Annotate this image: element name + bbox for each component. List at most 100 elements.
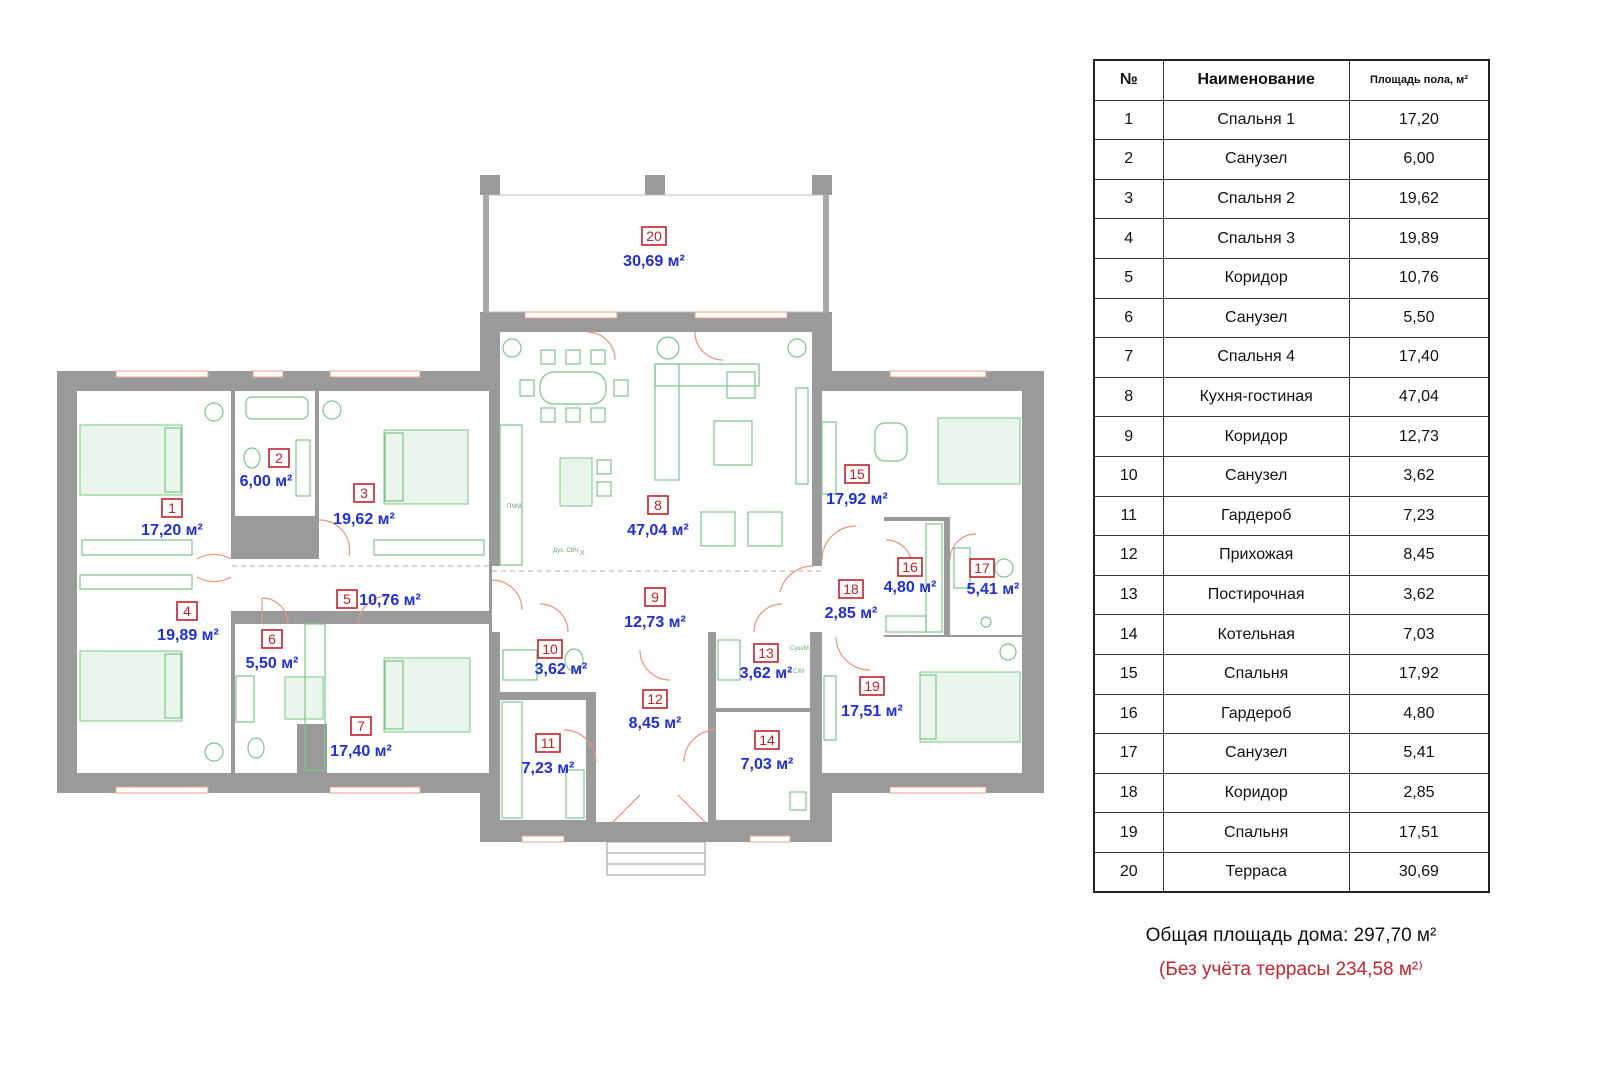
room-number: 5 <box>343 591 351 607</box>
room-area: 3,62 м² <box>535 661 588 678</box>
room-number: 9 <box>651 589 659 605</box>
cell-area: 10,76 <box>1348 257 1490 299</box>
room-number: 4 <box>183 603 191 619</box>
cell-num: 3 <box>1093 178 1164 220</box>
room-area: 2,85 м² <box>825 605 878 622</box>
room-floors <box>77 194 1022 822</box>
header-num: № <box>1093 59 1164 101</box>
cell-num: 7 <box>1093 337 1164 378</box>
cell-area: 5,50 <box>1348 297 1490 339</box>
cell-area: 3,62 <box>1348 574 1490 616</box>
room-area: 30,69 м² <box>623 253 685 270</box>
cell-name: Санузел <box>1162 139 1350 180</box>
cell-name: Спальня 3 <box>1162 218 1350 259</box>
room-area: 19,89 м² <box>157 627 219 644</box>
room-number: 3 <box>360 485 368 501</box>
room-area: 17,20 м² <box>141 522 203 539</box>
room-number: 1 <box>168 500 176 516</box>
cell-num: 4 <box>1093 218 1164 259</box>
furniture: ПММ Дух. СВЧ Х Суш/М С/М <box>79 336 1021 819</box>
cell-num: 1 <box>1093 99 1164 141</box>
room-label-15: 15 17,92 м² <box>826 464 888 508</box>
cell-name: Санузел <box>1162 297 1350 339</box>
cell-name: Гардероб <box>1162 495 1350 537</box>
cell-area: 47,04 <box>1348 376 1490 418</box>
room-number: 19 <box>864 678 880 694</box>
cell-num: 15 <box>1093 653 1164 695</box>
cell-area: 19,62 <box>1348 178 1490 220</box>
room-number: 17 <box>974 560 990 576</box>
room-label-18: 18 2,85 м² <box>825 579 878 622</box>
cell-name: Санузел <box>1162 733 1350 774</box>
room-label-4: 4 19,89 м² <box>157 601 219 644</box>
header-name: Наименование <box>1162 59 1350 101</box>
room-label-14: 14 7,03 м² <box>741 730 794 773</box>
cell-name: Коридор <box>1162 257 1350 299</box>
room-label-12: 128,45 м² <box>629 689 682 732</box>
cell-area: 12,73 <box>1348 416 1490 457</box>
room-label-16: 164,80 м² <box>884 557 936 596</box>
cell-num: 5 <box>1093 257 1164 299</box>
cell-name: Коридор <box>1162 772 1350 814</box>
room-number: 8 <box>654 497 662 513</box>
cell-area: 17,20 <box>1348 99 1490 141</box>
cell-area: 7,23 <box>1348 495 1490 537</box>
cell-area: 30,69 <box>1348 851 1490 893</box>
room-number: 10 <box>542 641 558 657</box>
cell-num: 6 <box>1093 297 1164 339</box>
room-labels: 1 17,20 м² 26,00 м² 3 19,62 м² 4 19,89 м² 5… <box>141 226 1019 777</box>
room-label-10: 10 3,62 м² <box>535 639 588 678</box>
cell-num: 20 <box>1093 851 1164 893</box>
room-label-1: 1 17,20 м² <box>141 498 203 539</box>
room-label-11: 11 7,23 м² <box>522 733 575 777</box>
room-number: 11 <box>541 735 556 751</box>
cell-area: 19,89 <box>1348 218 1490 259</box>
room-area: 5,50 м² <box>246 655 299 672</box>
fixture-washer: С/М <box>793 669 804 675</box>
room-area: 3,62 м² <box>740 665 793 682</box>
room-area: 7,03 м² <box>741 756 794 773</box>
cell-num: 19 <box>1093 812 1164 853</box>
cell-name: Кухня-гостиная <box>1162 376 1350 418</box>
cell-name: Спальня 2 <box>1162 178 1350 220</box>
room-number: 15 <box>849 466 865 482</box>
cell-name: Прихожая <box>1162 535 1350 576</box>
cell-name: Спальня <box>1162 812 1350 853</box>
cell-name: Спальня <box>1162 653 1350 695</box>
cell-num: 12 <box>1093 535 1164 576</box>
fixture-oven: Дух. СВЧ <box>553 548 579 554</box>
cell-name: Спальня 4 <box>1162 337 1350 378</box>
cell-num: 10 <box>1093 455 1164 497</box>
room-label-7: 717,40 м² <box>330 716 392 760</box>
cell-name: Постирочная <box>1162 574 1350 616</box>
room-area: 19,62 м² <box>333 511 395 528</box>
room-number: 18 <box>843 581 859 597</box>
room-area: 17,40 м² <box>330 743 392 760</box>
room-area: 7,23 м² <box>522 760 575 777</box>
room-area: 8,45 м² <box>629 715 682 732</box>
total-area-without-terrace: (Без учёта террасы 234,58 м²⁾ <box>1159 959 1423 980</box>
cell-area: 7,03 <box>1348 614 1490 655</box>
room-area: 12,73 м² <box>624 614 686 631</box>
room-number: 14 <box>759 732 775 748</box>
cell-name: Гардероб <box>1162 693 1350 735</box>
room-label-2: 26,00 м² <box>240 448 292 490</box>
room-area: 17,92 м² <box>826 491 888 508</box>
